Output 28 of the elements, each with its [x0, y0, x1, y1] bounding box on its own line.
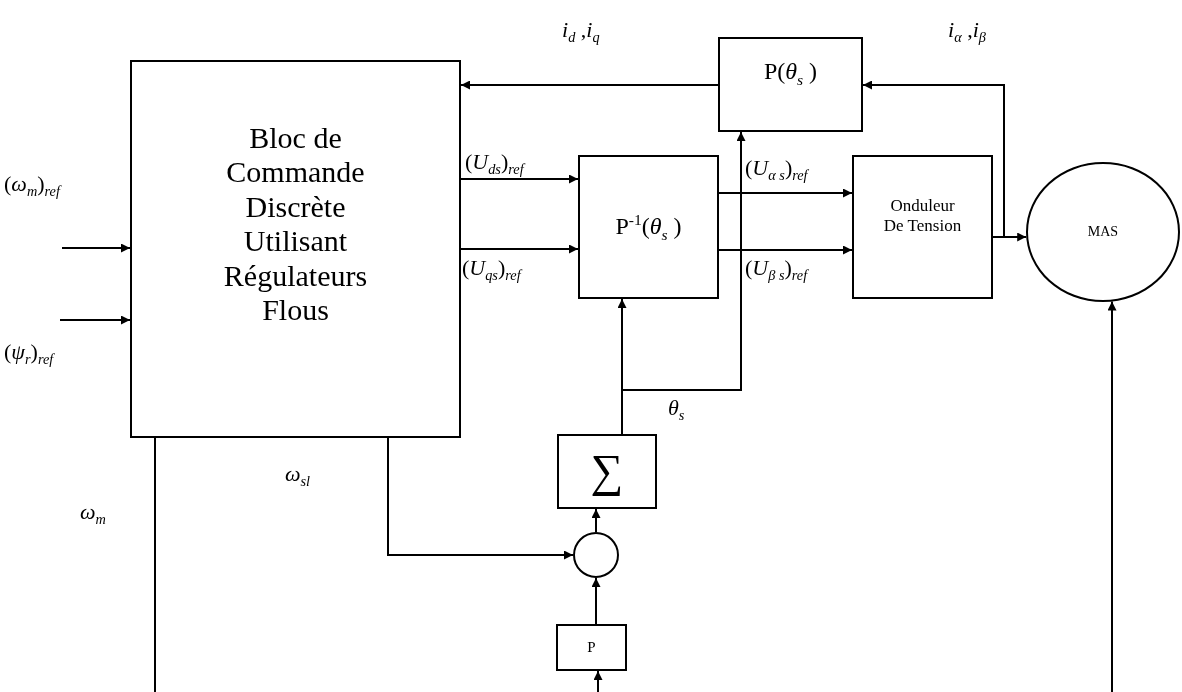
arrow	[593, 670, 603, 692]
arrow	[460, 80, 719, 90]
block-label: MAS	[1087, 223, 1119, 241]
arrow	[862, 80, 1005, 238]
arrow	[718, 245, 853, 255]
arrow	[387, 437, 574, 560]
arrow	[718, 188, 853, 198]
arrow	[460, 174, 579, 184]
gain-block	[556, 624, 627, 671]
arrow	[591, 577, 601, 625]
signal-line	[154, 437, 156, 692]
block-label: ∑	[590, 445, 624, 498]
summing-junction	[573, 532, 619, 578]
arrow	[591, 508, 601, 533]
block-label: Bloc de Commande Discrète Utilisant Régulateurs Flous	[222, 120, 369, 328]
inverter-block	[852, 155, 993, 299]
control-block	[130, 60, 461, 438]
block-label: P	[587, 638, 596, 657]
inverse-transform-block	[578, 155, 719, 299]
block-label: Onduleur De Tension	[882, 196, 963, 236]
arrow	[460, 244, 579, 254]
block-label: P(θ$_{s}$ )	[763, 58, 818, 89]
arrow	[1107, 300, 1117, 692]
summation-block	[557, 434, 657, 509]
arrow	[61, 243, 131, 253]
transform-block	[718, 37, 863, 132]
block-label: P$^{-1}$(θ$_{s}$ )	[615, 210, 682, 244]
arrow	[59, 315, 131, 325]
